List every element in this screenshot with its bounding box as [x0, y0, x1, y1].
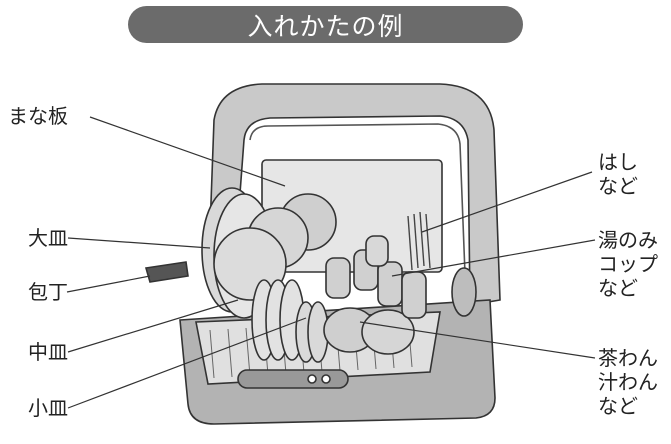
label-chopsticks: はし など	[598, 150, 638, 198]
soup-bowl	[361, 309, 415, 355]
label-bowls-line2: 汁わん	[598, 370, 658, 394]
leader-large-plate	[67, 237, 211, 249]
label-chopsticks-line2: など	[598, 174, 638, 198]
side-saucer	[451, 267, 477, 317]
label-large-plate: 大皿	[28, 226, 68, 250]
label-small-plate: 小皿	[28, 396, 68, 420]
label-bowls-line1: 茶わん	[598, 346, 658, 370]
chopsticks	[407, 211, 431, 271]
label-cups-line3: など	[598, 276, 638, 300]
cup	[325, 257, 351, 299]
knife-handle	[144, 261, 189, 283]
title-banner: 入れかたの例	[128, 6, 523, 43]
lid-inner-rim	[249, 123, 467, 301]
label-cups: 湯のみ コップ など	[598, 228, 658, 300]
leader-cups	[391, 239, 596, 277]
cup	[365, 235, 389, 267]
diagram-title: 入れかたの例	[247, 11, 404, 41]
control-button	[307, 374, 317, 384]
label-cups-line1: 湯のみ	[598, 228, 658, 252]
label-cups-line2: コップ	[598, 252, 658, 276]
label-chopsticks-line1: はし	[598, 150, 638, 174]
cup	[377, 261, 403, 307]
control-button	[321, 374, 331, 384]
label-bowls: 茶わん 汁わん など	[598, 346, 658, 418]
leader-bowls	[359, 321, 596, 359]
label-medium-plate: 中皿	[28, 340, 68, 364]
control-panel	[237, 369, 349, 389]
leader-chopsticks	[421, 171, 593, 233]
label-cutting-board: まな板	[8, 104, 68, 128]
leader-cutting-board	[89, 116, 286, 187]
leader-medium-plate	[67, 299, 239, 353]
leader-small-plate	[67, 317, 307, 409]
leader-knife	[66, 275, 151, 293]
label-knife: 包丁	[28, 280, 68, 304]
cup	[401, 271, 427, 319]
label-bowls-line3: など	[598, 394, 638, 418]
